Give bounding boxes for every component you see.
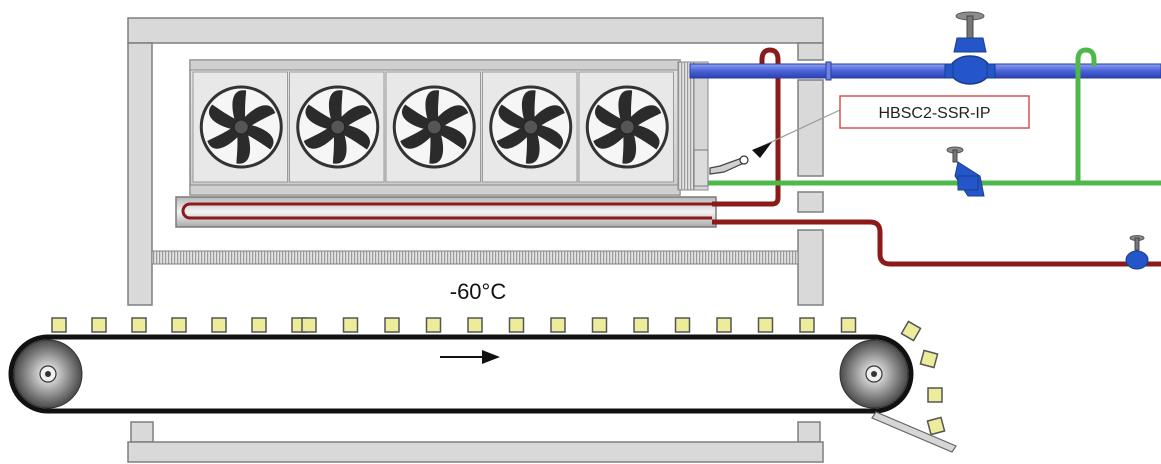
product (211, 317, 227, 333)
coil-header-fins (677, 61, 695, 191)
fan-icon (192, 71, 288, 183)
frame-bottom-beam (127, 441, 824, 463)
product (799, 317, 815, 333)
product (467, 317, 483, 333)
frame-bottom-left-foot (130, 421, 154, 443)
product (927, 387, 943, 403)
blue-main-pipe (689, 63, 1161, 79)
frame-right-post-joint (797, 191, 824, 213)
product (840, 317, 857, 333)
frame-top-beam (127, 17, 824, 44)
blue-pipe-coupling (825, 61, 832, 81)
product (633, 317, 649, 333)
product (91, 317, 107, 333)
green-pipe-riser (1075, 47, 1097, 183)
product (384, 317, 400, 333)
product (508, 317, 525, 333)
product (425, 317, 442, 333)
frame-left-post (127, 42, 153, 306)
conveyor-belt (8, 334, 914, 414)
product (674, 317, 691, 333)
products-falling (900, 320, 946, 436)
product (757, 317, 774, 333)
temperature-label: -60°C (450, 279, 507, 304)
fan-row (192, 71, 674, 183)
sensor-icon (709, 109, 841, 175)
product (919, 349, 939, 369)
strainer-icon (946, 146, 985, 197)
sensor-tag: HBSC2-SSR-IP (839, 95, 1030, 129)
grill-rail (151, 250, 799, 265)
drain-pan (175, 196, 717, 228)
discharge-chute (871, 411, 957, 453)
sensor-housing (693, 149, 709, 187)
drain-heater-loop (181, 202, 712, 220)
valve-icon (1125, 235, 1149, 270)
freezer-frame (127, 17, 824, 463)
product (171, 317, 187, 333)
evaporator-top-rim (189, 59, 681, 71)
evaporator-bottom-rim (189, 184, 681, 196)
sensor-pointer (752, 142, 772, 158)
sensor-leader-line (753, 109, 841, 151)
fan-icon (482, 71, 578, 183)
product (926, 416, 946, 436)
frame-bottom-right-foot (797, 421, 821, 443)
red-pipe-riser (712, 47, 781, 207)
pipework (689, 47, 1161, 267)
product (301, 317, 317, 333)
fan-icon (385, 71, 481, 183)
products-on-belt (51, 317, 857, 333)
product (716, 317, 732, 333)
fan-icon (578, 71, 674, 183)
frame-right-post-lower (797, 229, 824, 306)
right-pulley (839, 339, 909, 409)
fan-icon (289, 71, 385, 183)
product (251, 317, 267, 333)
product (51, 317, 67, 333)
conveyor (8, 317, 957, 453)
left-pulley (13, 339, 83, 409)
arrow-right-icon (440, 350, 500, 364)
evaporator-unit (189, 59, 709, 196)
product (131, 317, 147, 333)
frame-right-post-upper (797, 42, 824, 61)
sensor-tag-box (839, 95, 1030, 129)
product (900, 320, 922, 342)
product (591, 317, 608, 333)
product (550, 317, 566, 333)
red-pipe-lower-run (712, 219, 1161, 267)
sensor-tag-label: HBSC2-SSR-IP (878, 105, 990, 122)
product (342, 317, 359, 333)
gate-valve-icon (944, 11, 996, 85)
drain-coil (175, 196, 717, 228)
